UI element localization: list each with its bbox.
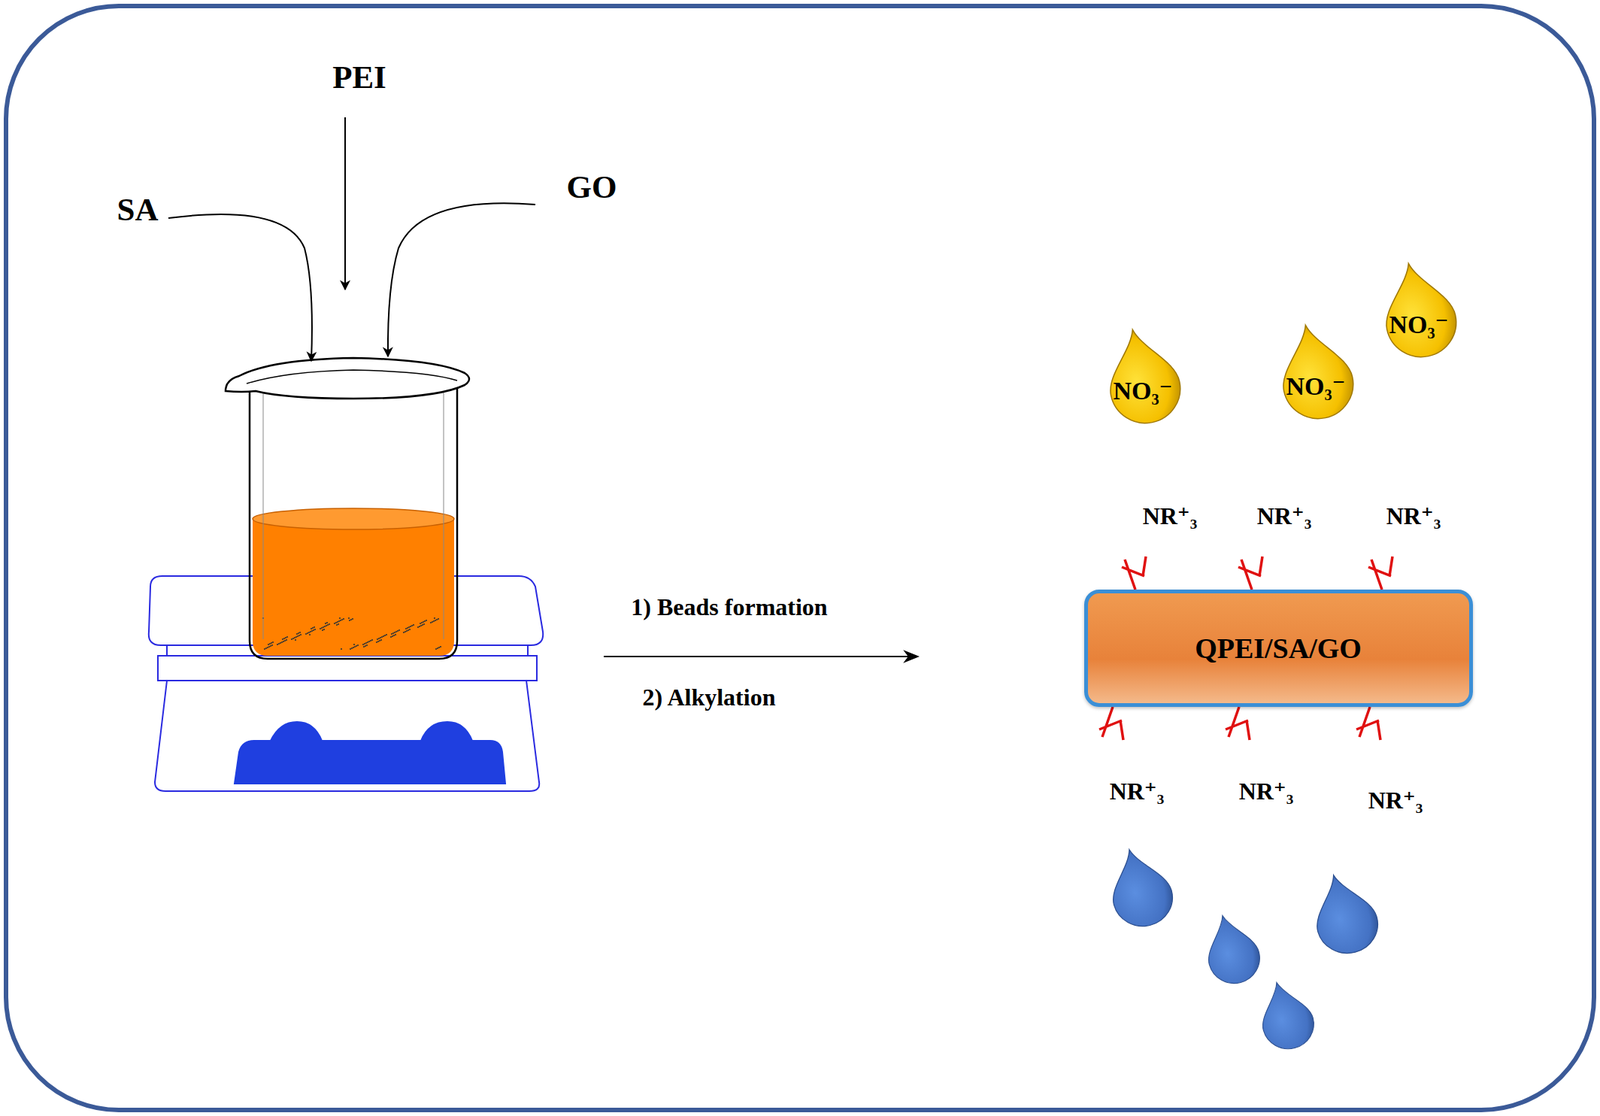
reagent-label: SA <box>117 193 159 226</box>
functional-group: NR⁺₃ <box>1386 503 1442 528</box>
nitrate-drop: NO₃⁻ <box>1380 262 1457 358</box>
water-drop <box>1100 842 1179 933</box>
linker <box>1225 706 1250 740</box>
nitrate-drop: NO₃⁻ <box>1277 324 1354 419</box>
functional-group: NR⁺₃ <box>1257 503 1313 528</box>
linker <box>1238 556 1263 590</box>
functional-group: NR⁺₃ <box>1109 778 1165 804</box>
reaction-arrow <box>603 655 919 658</box>
linker <box>1356 706 1381 740</box>
functional-group: NR⁺₃ <box>1239 778 1294 804</box>
water-drop <box>1251 975 1320 1055</box>
step-label: 1) Beads formation <box>630 594 828 619</box>
reagent-label: GO <box>566 170 618 204</box>
ion-label: NO₃⁻ <box>1112 375 1173 406</box>
drop-shape <box>1277 324 1354 419</box>
ion-label: NO₃⁻ <box>1285 370 1346 401</box>
drop-shape <box>1104 328 1181 424</box>
material-label: QPEI/SA/GO <box>1194 631 1362 665</box>
water-drop <box>1197 909 1266 989</box>
drop-outline <box>1271 318 1361 425</box>
linker <box>1099 706 1124 740</box>
drop-outline <box>1374 256 1464 364</box>
adsorbent-box: QPEI/SA/GO <box>1084 589 1473 707</box>
frame <box>6 6 1594 1110</box>
linker <box>1121 556 1146 590</box>
drop-outline <box>1098 322 1188 430</box>
step-label: 2) Alkylation <box>642 684 776 710</box>
reagent-arrows <box>168 117 536 361</box>
water-drop <box>1304 867 1385 960</box>
functional-group: NR⁺₃ <box>1368 787 1424 813</box>
functional-group: NR⁺₃ <box>1142 503 1198 528</box>
nitrate-drop: NO₃⁻ <box>1104 328 1181 424</box>
water-drops <box>1100 842 1385 1055</box>
beaker <box>225 357 470 659</box>
drop-shape <box>1380 262 1457 358</box>
reagent-label: PEI <box>332 60 387 94</box>
linker <box>1368 556 1393 590</box>
ion-label: NO₃⁻ <box>1388 309 1449 340</box>
